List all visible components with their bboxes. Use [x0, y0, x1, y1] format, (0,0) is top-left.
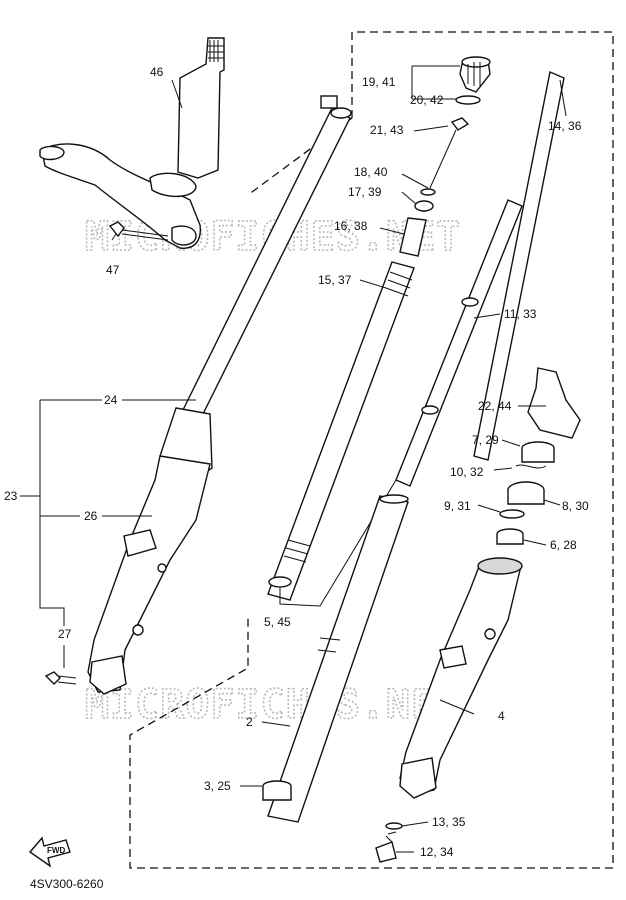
nut — [450, 117, 470, 131]
callout-17-39: 17, 39 — [348, 185, 382, 199]
fwd-arrow-icon: FWD — [28, 836, 71, 868]
callout-10-32: 10, 32 — [450, 465, 484, 479]
callout-13-35: 13, 35 — [432, 815, 466, 829]
damper-rod-small — [473, 71, 565, 461]
drain-bolt — [375, 831, 397, 863]
spacer-ring — [414, 200, 434, 212]
callout-7-29: 7, 29 — [472, 433, 499, 447]
rod-piston-ring — [421, 405, 439, 415]
diagram-code: 4SV300-6260 — [30, 877, 104, 891]
callout-3-25: 3, 25 — [204, 779, 231, 793]
cap-bolt — [459, 56, 491, 93]
watermark-bottom: MICROFICHES.NET — [85, 682, 461, 728]
washer — [420, 188, 436, 196]
left-axle-bolt — [44, 671, 77, 685]
svg-text:FWD: FWD — [47, 846, 65, 855]
dust-seal — [527, 367, 581, 439]
callout-4: 4 — [498, 709, 505, 723]
callout-20-42: 20, 42 — [410, 93, 444, 107]
callout-16-38: 16, 38 — [334, 219, 368, 233]
right-outer-tube — [399, 557, 523, 799]
steering-stem — [39, 37, 225, 249]
callout-12-34: 12, 34 — [420, 845, 454, 859]
callout-11-33: 11, 33 — [504, 307, 537, 321]
rod-ring — [461, 297, 479, 307]
callout-2: 2 — [246, 715, 253, 729]
callout-23: 23 — [4, 489, 18, 503]
callout-24: 24 — [104, 393, 118, 407]
callout-6-28: 6, 28 — [550, 538, 577, 552]
callout-9-31: 9, 31 — [444, 499, 471, 513]
spacer — [399, 217, 427, 257]
drain-washer — [385, 822, 403, 830]
o-ring — [455, 95, 481, 105]
oil-seal-clip — [515, 464, 547, 469]
callout-27: 27 — [58, 627, 72, 641]
leader-lines — [20, 65, 567, 853]
callout-8-30: 8, 30 — [562, 499, 589, 513]
callout-26: 26 — [84, 509, 98, 523]
callout-22-44: 22, 44 — [478, 399, 512, 413]
seal-washer — [499, 509, 525, 519]
callout-47: 47 — [106, 263, 120, 277]
dashed-group-outline — [129, 31, 614, 869]
dashed-connector — [247, 117, 353, 196]
callout-46: 46 — [150, 65, 164, 79]
callout-19-41: 19, 41 — [362, 75, 396, 89]
callout-21-43: 21, 43 — [370, 123, 404, 137]
callout-18-40: 18, 40 — [354, 165, 388, 179]
callout-14-36: 14, 36 — [548, 119, 582, 133]
left-fork-assembly — [87, 95, 352, 695]
callout-15-37: 15, 37 — [318, 273, 352, 287]
spring-seat — [268, 576, 292, 588]
fork-spring-top — [267, 261, 415, 601]
stem-bolt — [108, 221, 169, 241]
callout-5-45: 5, 45 — [264, 615, 291, 629]
